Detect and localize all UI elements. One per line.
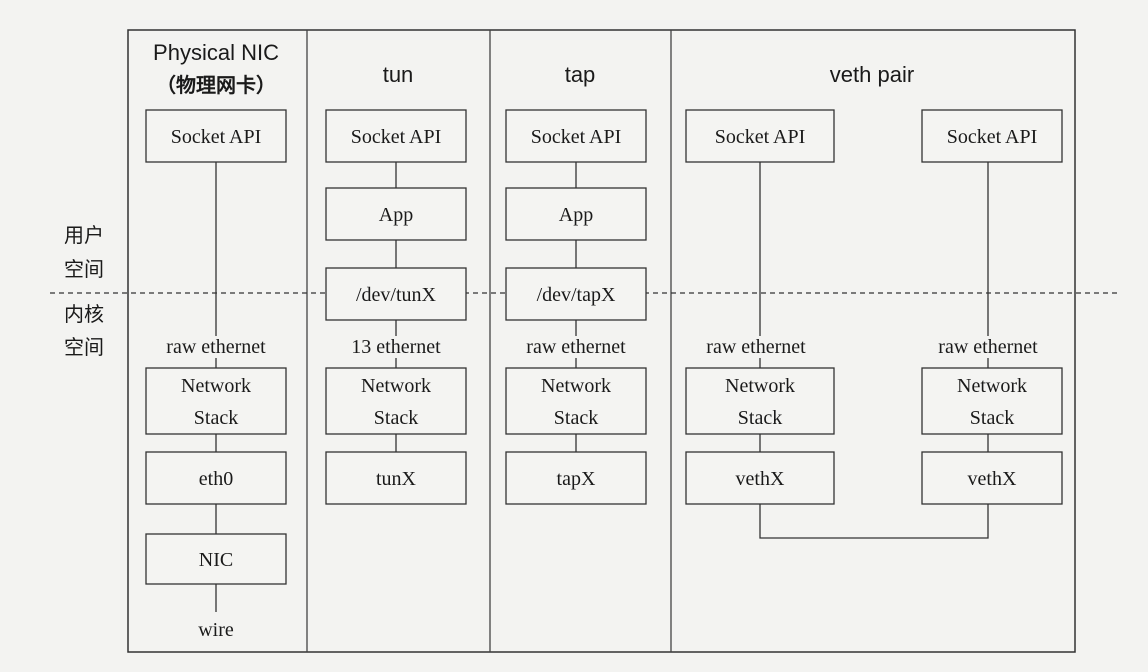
tapx-label: tapX [557, 468, 596, 490]
veth-right-raw-ethernet-bg [922, 336, 1054, 358]
tap-app-box [505, 187, 647, 241]
tun-l3-ethernet-label: 13 ethernet [351, 336, 441, 358]
physical-raw-ethernet-bg [150, 336, 282, 358]
tap-network-stack-line1: Network [541, 375, 611, 397]
tun-app-label: App [379, 204, 413, 226]
tap-network-stack-box [505, 367, 647, 435]
veth-left-network-stack-line1: Network [725, 375, 795, 397]
dev-tunx-label: /dev/tunX [356, 284, 437, 306]
nic-box [145, 533, 287, 585]
tun-network-stack-box [325, 367, 467, 435]
veth-right-raw-ethernet-label: raw ethernet [938, 336, 1038, 358]
user-space-label-line1: 用户 [64, 223, 104, 247]
tap-socket-api-label: Socket API [531, 126, 622, 148]
tunx-label: tunX [376, 468, 417, 490]
veth-right-socket-api-box [921, 109, 1063, 163]
physical-raw-ethernet-label: raw ethernet [166, 336, 266, 358]
veth-pair-title: veth pair [830, 62, 914, 87]
kernel-space-label-line2: 空间 [64, 335, 104, 359]
dev-tunx-box [325, 267, 467, 321]
physical-nic-title: Physical NIC [153, 40, 279, 65]
physical-network-stack-box [145, 367, 287, 435]
tap-title: tap [565, 62, 596, 87]
tap-raw-ethernet-bg [512, 336, 640, 358]
tun-l3-ethernet-bg [336, 336, 456, 358]
tap-network-stack-line2: Stack [554, 407, 598, 429]
veth-right-socket-api-label: Socket API [947, 126, 1038, 148]
physical-nic-subtitle: （物理网卡） [156, 73, 276, 97]
veth-right-vethx-box [921, 451, 1063, 505]
tun-network-stack-line2: Stack [374, 407, 418, 429]
veth-left-vethx-box [685, 451, 835, 505]
dev-tapx-box [505, 267, 647, 321]
tun-app-box [325, 187, 467, 241]
veth-right-network-stack-line2: Stack [970, 407, 1014, 429]
veth-pair-link [759, 504, 989, 539]
physical-network-stack-line2: Stack [194, 407, 238, 429]
tapx-box [505, 451, 647, 505]
tunx-box [325, 451, 467, 505]
tap-raw-ethernet-label: raw ethernet [526, 336, 626, 358]
veth-right-network-stack-box [921, 367, 1063, 435]
tun-network-stack-line1: Network [361, 375, 431, 397]
nic-label: NIC [199, 549, 233, 571]
dev-tapx-label: /dev/tapX [537, 284, 616, 306]
wire-label-bg [190, 618, 242, 642]
kernel-space-label-line1: 内核 [64, 302, 104, 326]
veth-left-network-stack-box [685, 367, 835, 435]
eth0-box [145, 451, 287, 505]
physical-socket-api-box [145, 109, 287, 163]
tap-app-label: App [559, 204, 593, 226]
veth-left-socket-api-box [685, 109, 835, 163]
veth-left-raw-ethernet-bg [694, 336, 826, 358]
tun-title: tun [383, 62, 414, 87]
veth-left-vethx-label: vethX [736, 468, 785, 490]
veth-right-vethx-label: vethX [968, 468, 1017, 490]
physical-socket-api-label: Socket API [171, 126, 262, 148]
wire-label: wire [198, 619, 234, 641]
tap-socket-api-box [505, 109, 647, 163]
veth-left-raw-ethernet-label: raw ethernet [706, 336, 806, 358]
veth-left-network-stack-line2: Stack [738, 407, 782, 429]
tun-socket-api-box [325, 109, 467, 163]
diagram-frame [127, 29, 1076, 653]
tun-socket-api-label: Socket API [351, 126, 442, 148]
physical-network-stack-line1: Network [181, 375, 251, 397]
eth0-label: eth0 [199, 468, 233, 490]
user-space-label-line2: 空间 [64, 257, 104, 281]
veth-right-network-stack-line1: Network [957, 375, 1027, 397]
veth-left-socket-api-label: Socket API [715, 126, 806, 148]
